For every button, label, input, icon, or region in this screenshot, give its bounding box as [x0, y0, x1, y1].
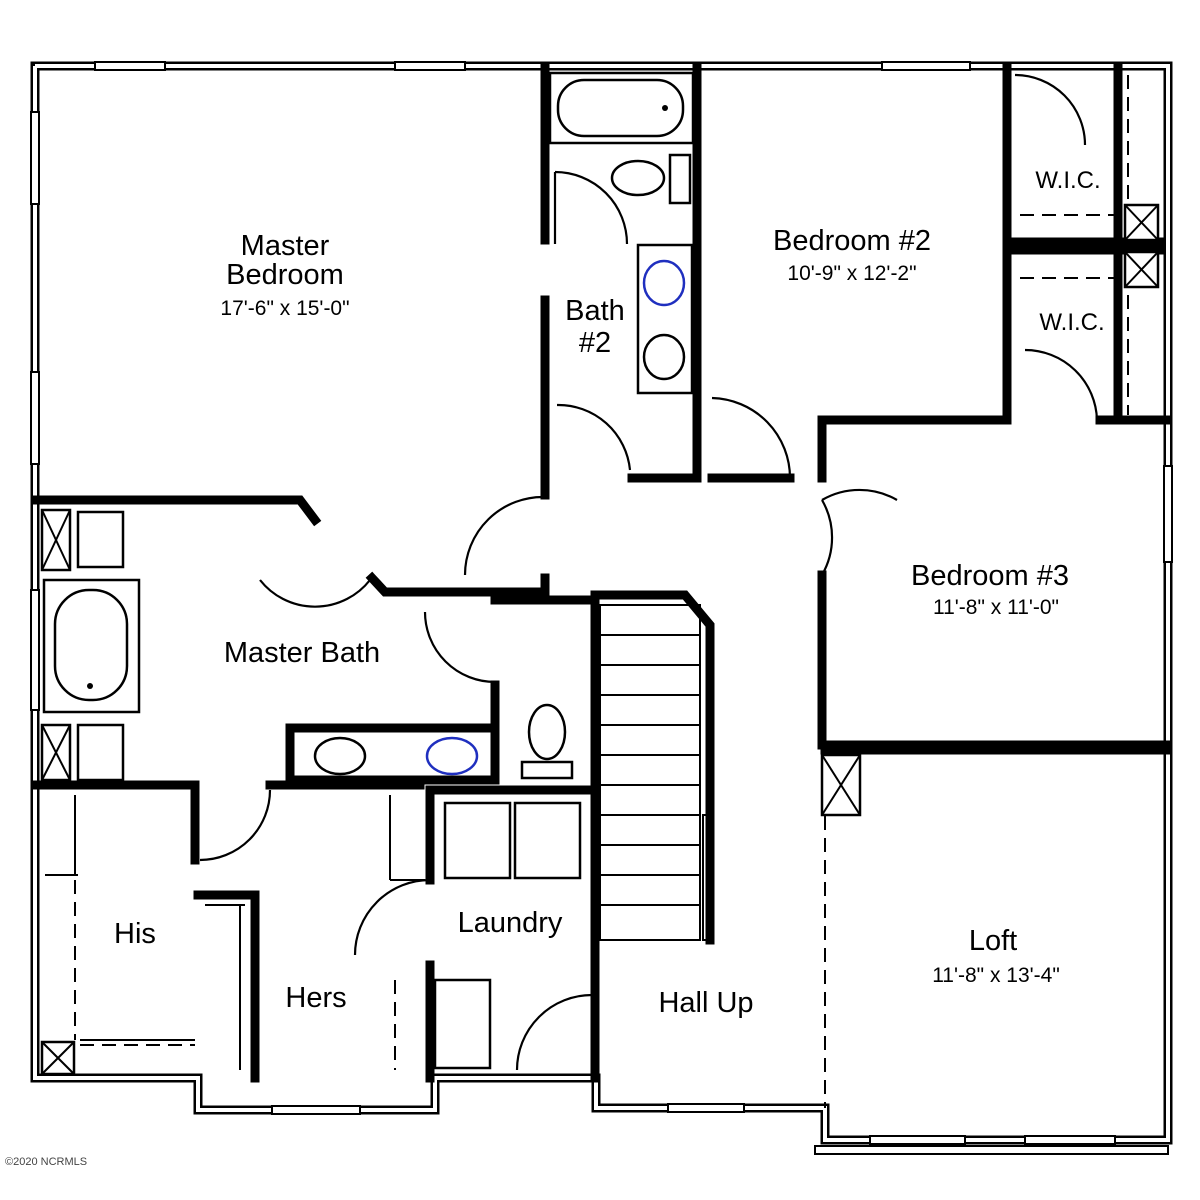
wic-upper-label: W.I.C.: [1035, 167, 1100, 194]
wic-lower-label: W.I.C.: [1039, 309, 1104, 336]
bedroom2-dims: 10'-9" x 12'-2": [787, 262, 916, 285]
sink-icon: [313, 736, 367, 776]
chase-boxes: [40, 203, 1160, 1076]
dryer-icon: [513, 801, 582, 880]
master-bedroom-label: Bedroom: [226, 259, 344, 291]
toilet-icon: [610, 159, 666, 197]
laundry-label: Laundry: [458, 907, 563, 939]
loft-dims: 11'-8" x 13'-4": [932, 964, 1060, 987]
loft-label: Loft: [969, 925, 1017, 957]
master-bedroom-dims: 17'-6" x 15'-0": [220, 297, 349, 320]
fixtures: [42, 71, 695, 1070]
bath2-label: Bath: [565, 295, 625, 327]
master-bath-label: Master Bath: [224, 637, 380, 669]
tub-drain-icon: [87, 683, 93, 689]
sink-icon: [642, 259, 686, 307]
toilet-icon: [527, 703, 567, 761]
bedroom2-label: Bedroom #2: [773, 225, 931, 257]
sink-icon: [425, 736, 479, 776]
tub-drain-icon: [662, 105, 668, 111]
sink-icon: [642, 333, 686, 381]
washer-icon: [443, 801, 512, 880]
bedroom3-label: Bedroom #3: [911, 560, 1069, 592]
bedroom3-dims: 11'-8" x 11'-0": [933, 596, 1059, 619]
deck-edge: [814, 1145, 1169, 1155]
master-bedroom-label: Master: [241, 230, 330, 262]
doors: [199, 73, 1099, 1071]
hall-up-label: Hall Up: [658, 987, 753, 1019]
his-label: His: [114, 918, 156, 950]
bath2-label: #2: [579, 327, 611, 359]
staircase: [599, 604, 712, 941]
copyright-text: ©2020 NCRMLS: [5, 1156, 87, 1168]
closet-lines: [45, 75, 1129, 1108]
interior-walls: [30, 61, 1173, 1083]
room-labels: Master Bedroom 17'-6" x 15'-0" Bath #2 B…: [114, 167, 1105, 1019]
windows: [30, 61, 1173, 1145]
hers-label: Hers: [285, 982, 346, 1014]
